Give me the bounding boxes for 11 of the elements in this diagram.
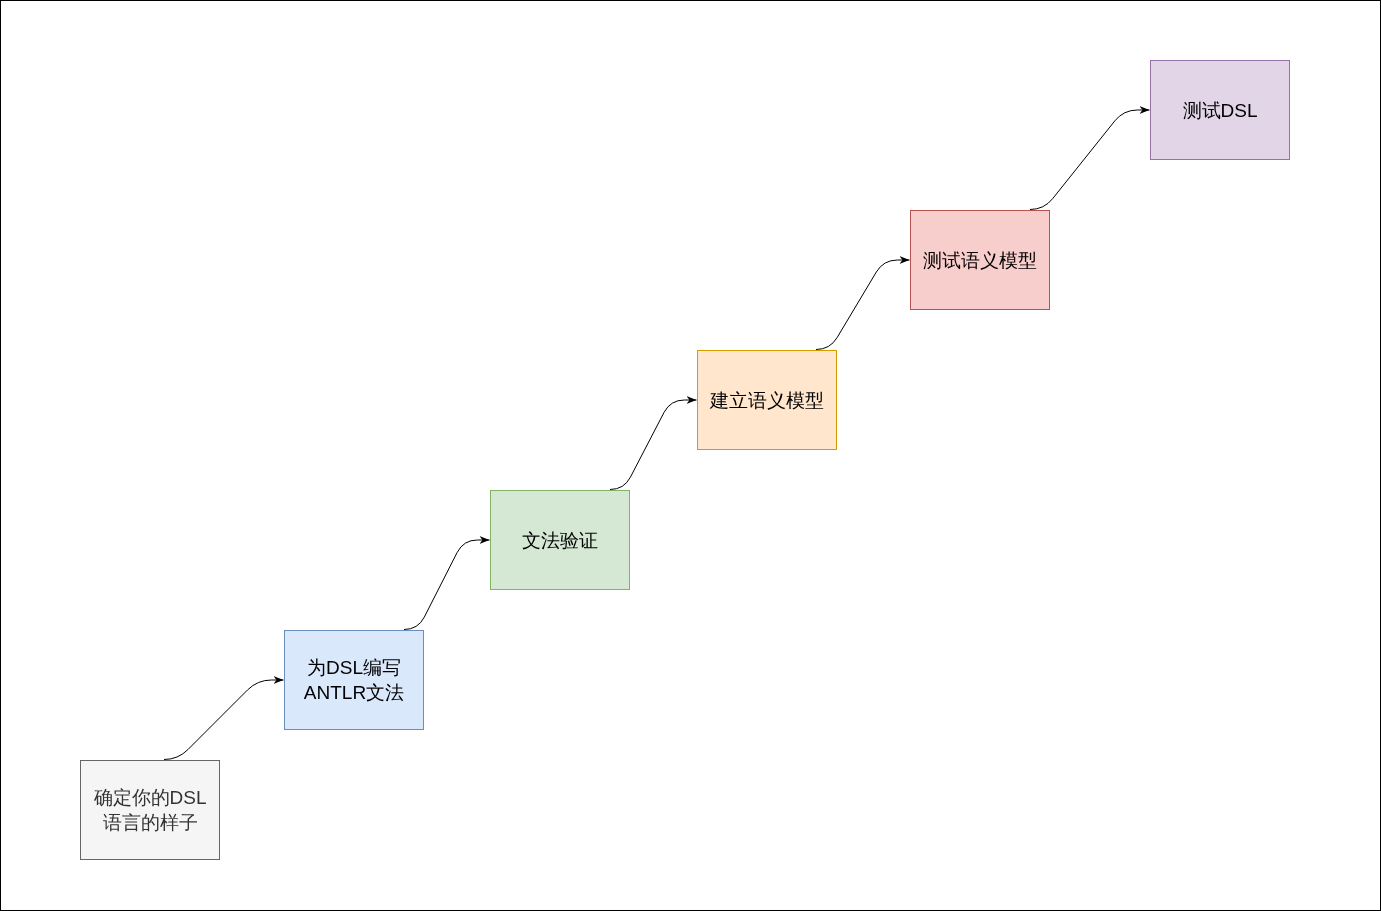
arrow xyxy=(609,396,697,490)
arrow xyxy=(815,256,910,350)
process-box: 为DSL编写ANTLR文法 xyxy=(284,630,424,730)
process-box: 建立语义模型 xyxy=(697,350,837,450)
process-box: 文法验证 xyxy=(490,490,630,590)
process-box: 确定你的DSL语言的样子 xyxy=(80,760,220,860)
process-box: 测试语义模型 xyxy=(910,210,1050,310)
process-box: 测试DSL xyxy=(1150,60,1290,160)
arrow xyxy=(163,676,284,760)
arrow xyxy=(403,536,490,630)
arrow xyxy=(1029,106,1150,210)
